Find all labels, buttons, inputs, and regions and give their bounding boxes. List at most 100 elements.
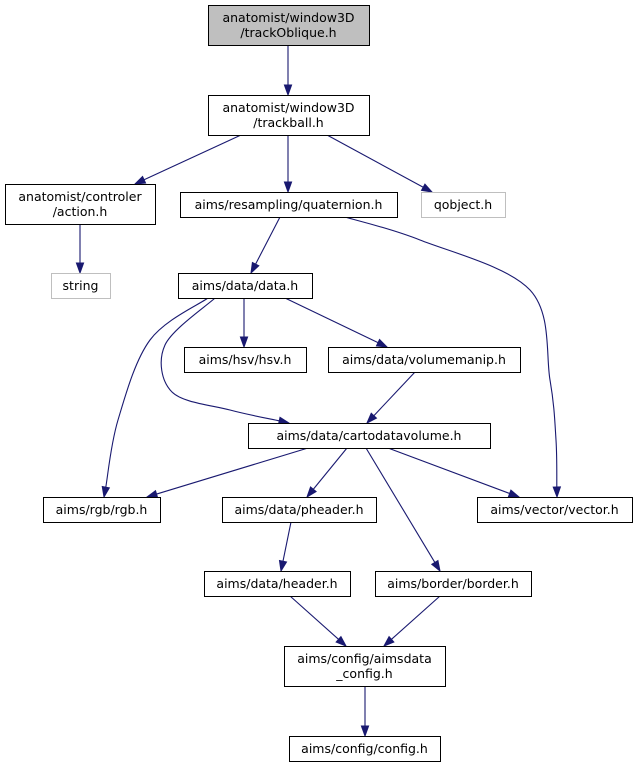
- node-box: [248, 423, 491, 449]
- edge-line: [160, 297, 280, 422]
- arrowhead: [250, 261, 260, 275]
- edge-line: [344, 216, 558, 488]
- node-box: [178, 273, 313, 299]
- arrowhead: [283, 84, 293, 97]
- edge-data-to-rgb: [101, 297, 209, 499]
- arrowhead: [101, 485, 111, 499]
- edge-line: [143, 134, 242, 181]
- edge-line: [282, 521, 292, 562]
- arrowhead: [283, 181, 293, 194]
- node-label: aims/border/border.h: [387, 576, 519, 591]
- edge-data-to-hsv: [239, 298, 249, 349]
- edge-quaternion-to-data: [250, 216, 281, 275]
- node-box: [375, 571, 532, 597]
- node-pheader[interactable]: aims/data/pheader.h: [222, 497, 377, 523]
- edge-line: [312, 447, 348, 490]
- edge-action-to-string: [75, 224, 85, 275]
- node-quaternion[interactable]: aims/resampling/quaternion.h: [180, 192, 398, 218]
- edge-line: [284, 297, 379, 344]
- edge-aimsdata_config-to-config: [360, 686, 370, 738]
- arrowhead: [360, 725, 370, 738]
- node-label: aims/rgb/rgb.h: [56, 502, 148, 517]
- node-header[interactable]: aims/data/header.h: [204, 571, 351, 597]
- node-label: anatomist/window3D: [222, 10, 354, 25]
- node-string[interactable]: string: [51, 273, 111, 299]
- node-rgb[interactable]: aims/rgb/rgb.h: [43, 497, 161, 523]
- node-label: aims/resampling/quaternion.h: [195, 197, 383, 212]
- edge-data-to-volumemanip: [284, 297, 389, 348]
- node-aimsdata_config[interactable]: aims/config/aimsdata_config.h: [284, 646, 446, 687]
- node-label: aims/data/pheader.h: [234, 502, 363, 517]
- node-label: aims/vector/vector.h: [490, 502, 618, 517]
- edge-pheader-to-header: [278, 521, 292, 573]
- node-border[interactable]: aims/border/border.h: [375, 571, 532, 597]
- arrowhead: [306, 486, 317, 499]
- node-vector[interactable]: aims/vector/vector.h: [477, 497, 633, 523]
- node-box: [184, 347, 307, 373]
- node-label: /trackOblique.h: [240, 25, 336, 40]
- edge-trackball-to-quaternion: [283, 135, 293, 194]
- node-box: [208, 5, 370, 46]
- node-label: /trackball.h: [253, 115, 323, 130]
- edge-volumemanip-to-cartodatavolume: [365, 371, 416, 425]
- node-label: aims/hsv/hsv.h: [199, 352, 292, 367]
- node-box: [204, 571, 351, 597]
- node-data[interactable]: aims/data/data.h: [178, 273, 313, 299]
- node-label: aims/data/cartodatavolume.h: [277, 428, 462, 443]
- edge-line: [289, 595, 339, 640]
- node-label: aims/config/config.h: [301, 741, 428, 756]
- node-box: [284, 646, 446, 687]
- node-hsv[interactable]: aims/hsv/hsv.h: [184, 347, 307, 373]
- node-box: [421, 192, 506, 218]
- edge-quaternion-to-vector: [344, 216, 562, 499]
- edge-trackball-to-qobject: [326, 134, 434, 193]
- edge-border-to-aimsdata_config: [382, 595, 441, 647]
- edge-line: [255, 216, 281, 265]
- node-action[interactable]: anatomist/controler/action.h: [5, 184, 156, 225]
- node-box: [5, 184, 156, 225]
- nodes-layer: anatomist/window3D/trackOblique.hanatomi…: [5, 5, 633, 762]
- node-label: string: [63, 278, 99, 293]
- node-label: _config.h: [335, 666, 392, 681]
- arrowhead: [335, 635, 348, 647]
- edge-line: [156, 447, 309, 495]
- node-label: /action.h: [53, 204, 108, 219]
- node-box: [289, 736, 441, 762]
- node-label: anatomist/controler: [18, 189, 142, 204]
- edge-line: [373, 371, 416, 417]
- node-label: aims/data/header.h: [216, 576, 337, 591]
- node-label: aims/config/aimsdata: [297, 651, 431, 666]
- node-trackball[interactable]: anatomist/window3D/trackball.h: [208, 95, 370, 136]
- edge-line: [326, 134, 424, 188]
- node-box: [222, 497, 377, 523]
- edge-header-to-aimsdata_config: [289, 595, 348, 647]
- node-label: aims/data/data.h: [192, 278, 298, 293]
- arrowhead: [133, 175, 147, 185]
- node-box: [477, 497, 633, 523]
- node-config[interactable]: aims/config/config.h: [289, 736, 441, 762]
- arrowhead: [430, 559, 441, 573]
- edge-line: [391, 595, 441, 640]
- node-trackOblique[interactable]: anatomist/window3D/trackOblique.h: [208, 5, 370, 46]
- node-cartodatavolume[interactable]: aims/data/cartodatavolume.h: [248, 423, 491, 449]
- edge-line: [365, 447, 436, 563]
- arrowhead: [365, 412, 378, 425]
- arrowhead: [382, 635, 395, 647]
- edge-cartodatavolume-to-vector: [387, 447, 521, 498]
- node-volumemanip[interactable]: aims/data/volumemanip.h: [328, 347, 521, 373]
- arrowhead: [420, 183, 434, 193]
- node-label: qobject.h: [434, 197, 492, 212]
- arrowhead: [375, 338, 389, 348]
- edge-line: [105, 297, 209, 488]
- edge-cartodatavolume-to-border: [365, 447, 441, 573]
- arrowhead: [239, 336, 249, 349]
- arrowhead: [145, 489, 159, 499]
- edge-trackOblique-to-trackball: [283, 45, 293, 97]
- node-qobject[interactable]: qobject.h: [421, 192, 506, 218]
- edge-cartodatavolume-to-rgb: [145, 447, 309, 499]
- node-box: [180, 192, 398, 218]
- node-box: [51, 273, 111, 299]
- edge-data-to-cartodatavolume: [160, 297, 291, 425]
- node-label: aims/data/volumemanip.h: [342, 352, 506, 367]
